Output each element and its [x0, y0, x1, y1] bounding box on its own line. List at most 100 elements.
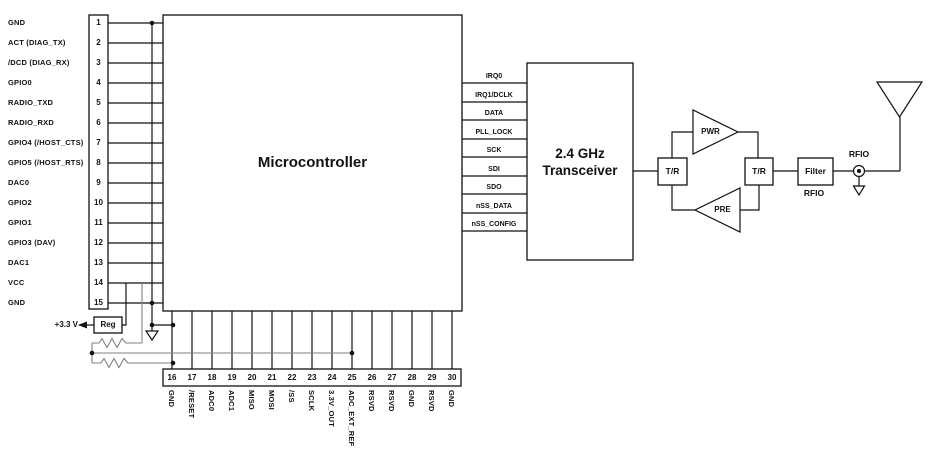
- ground-net: [144, 23, 173, 342]
- left-pin-number: 5: [96, 98, 101, 107]
- rfio-net-label: RFIO: [803, 188, 825, 198]
- bottom-pin-number: 24: [327, 373, 337, 382]
- left-pin-label: RADIO_RXD: [8, 118, 54, 127]
- ground-icon: [852, 185, 866, 197]
- bottom-pin-label: /RESET: [187, 390, 196, 419]
- transceiver-label-line1: 2.4 GHz: [555, 146, 605, 161]
- transceiver-box: [526, 62, 634, 261]
- left-pin-number: 9: [96, 178, 101, 187]
- left-pin-number: 13: [94, 258, 103, 267]
- signal-label: IRQ1/DCLK: [475, 92, 513, 99]
- left-pin-box: [88, 14, 109, 310]
- left-pin-label: GND: [8, 18, 26, 27]
- left-pin-label: GND: [8, 298, 26, 307]
- bottom-pin-label: /SS: [287, 390, 296, 403]
- bottom-pin-label: GND: [447, 390, 456, 408]
- bottom-pin-number: 27: [387, 373, 397, 382]
- pre-amp-triangle: [693, 187, 741, 233]
- signal-label: IRQ0: [485, 73, 503, 80]
- supply-arrow-icon: [78, 321, 87, 329]
- transceiver-label-line2: Transceiver: [542, 163, 618, 178]
- junction-dot: [149, 300, 155, 306]
- tr-switch-left-label: T/R: [665, 166, 680, 176]
- transceiver-signal-wires: [462, 82, 527, 232]
- resistor-icon: [92, 337, 142, 349]
- left-pin-label: GPIO2: [8, 198, 32, 207]
- pwr-amp-triangle: [692, 109, 740, 155]
- bottom-pin-label: ADC_EXT_REF: [347, 390, 356, 447]
- left-pin-number: 2: [96, 38, 101, 47]
- left-pin-number: 14: [94, 278, 103, 287]
- bottom-pin-label: GND: [167, 390, 176, 408]
- left-pin-number: 11: [94, 218, 103, 227]
- left-pin-label: VCC: [8, 278, 25, 287]
- left-pin-label: GPIO4 (/HOST_CTS): [8, 138, 84, 147]
- signal-label: SCK: [486, 147, 502, 154]
- left-pin-label: /DCD (DIAG_RX): [8, 58, 70, 67]
- bottom-pin-number: 17: [187, 373, 197, 382]
- junction-dot: [170, 360, 176, 366]
- bottom-pin-number: 30: [447, 373, 457, 382]
- bottom-pin-label: ADC1: [227, 390, 236, 412]
- left-pin-label: ACT (DIAG_TX): [8, 38, 66, 47]
- microcontroller-label: Microcontroller: [257, 154, 368, 171]
- bottom-pin-label: RSVD: [427, 390, 436, 412]
- signal-label: SDO: [486, 184, 502, 191]
- signal-label: DATA: [484, 110, 504, 117]
- left-pin-label: DAC0: [8, 178, 30, 187]
- junction-dot: [89, 350, 95, 356]
- bottom-pin-label: RSVD: [367, 390, 376, 412]
- bottom-pin-label: SCLK: [307, 390, 316, 412]
- left-pin-label: GPIO1: [8, 218, 32, 227]
- left-pin-number: 8: [96, 158, 101, 167]
- antenna-icon: [875, 81, 924, 119]
- rfio-port-label: RFIO: [848, 149, 870, 159]
- bottom-pin-label: RSVD: [387, 390, 396, 412]
- left-pin-label: RADIO_TXD: [8, 98, 54, 107]
- left-pin-number: 3: [96, 58, 101, 67]
- left-pin-label: GPIO3 (DAV): [8, 238, 56, 247]
- left-pin-number: 12: [94, 238, 103, 247]
- bottom-pin-number: 26: [367, 373, 377, 382]
- junction-dots: [89, 20, 355, 366]
- filter-label: Filter: [805, 166, 826, 176]
- left-pin-number: 4: [96, 78, 101, 87]
- bottom-pin-number: 19: [227, 373, 237, 382]
- resistor-divider: [91, 283, 352, 369]
- bottom-pin-number: 23: [307, 373, 317, 382]
- bottom-pin-number: 16: [167, 373, 177, 382]
- regulator-label: Reg: [100, 320, 116, 329]
- left-pin-number: 1: [96, 18, 101, 27]
- rfio-connector-icon: [852, 164, 866, 178]
- signal-label: SDI: [488, 166, 500, 173]
- resistor-icon: [92, 357, 173, 369]
- bottom-pin-number: 29: [427, 373, 437, 382]
- left-pin-label: DAC1: [8, 258, 30, 267]
- bottom-pin-label: MISO: [247, 390, 256, 410]
- bottom-pin-number: 20: [247, 373, 257, 382]
- bottom-pin-number: 18: [207, 373, 217, 382]
- bottom-pin-number: 21: [267, 373, 277, 382]
- left-pin-label: GPIO0: [8, 78, 32, 87]
- signal-label: nSS_CONFIG: [471, 221, 517, 228]
- signal-label: PLL_LOCK: [475, 129, 513, 136]
- signal-label: nSS_DATA: [476, 203, 512, 210]
- rfio-connector-center: [857, 169, 861, 173]
- left-pin-wires: [108, 22, 163, 304]
- transceiver-label: 2.4 GHz Transceiver: [527, 145, 633, 179]
- bottom-pin-label: GND: [407, 390, 416, 408]
- bottom-pin-number: 25: [347, 373, 357, 382]
- pwr-amp-label: PWR: [701, 127, 720, 136]
- bottom-pin-label: ADC0: [207, 390, 216, 412]
- tr-switch-right-label: T/R: [752, 166, 766, 176]
- junction-dot: [349, 350, 355, 356]
- pre-amp-label: PRE: [714, 205, 731, 214]
- bottom-pin-label: 3.3V_OUT: [327, 390, 336, 428]
- left-pin-number: 15: [94, 298, 103, 307]
- junction-dot: [149, 20, 155, 26]
- supply-voltage-label: +3.3 V: [54, 320, 78, 329]
- bottom-pin-label: MOSI: [267, 390, 276, 410]
- rf-chain: [633, 81, 924, 233]
